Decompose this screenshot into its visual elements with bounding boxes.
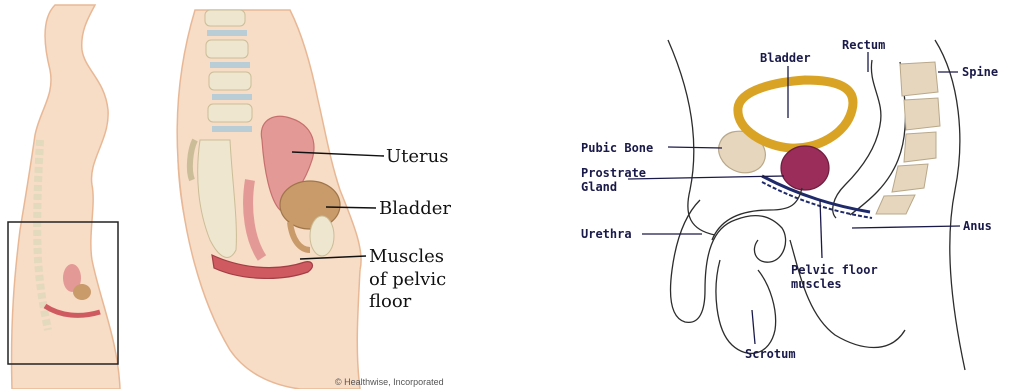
leader-bladder [326, 207, 376, 208]
leader-prostate [628, 176, 784, 179]
label-muscles-line2: of pelvic [369, 269, 446, 290]
leader-pelvic-floor [820, 200, 822, 258]
label-scrotum: Scrotum [745, 347, 796, 361]
label-prostate-line1: Prostrate [581, 166, 646, 180]
leader-scrotum [752, 310, 755, 344]
leader-anus [852, 226, 960, 228]
label-uterus: Uterus [386, 146, 449, 167]
label-pubic-bone: Pubic Bone [581, 141, 653, 155]
pubic-bone-shape [712, 124, 772, 181]
right-spine [876, 62, 940, 214]
label-pelvic-line2: muscles [791, 277, 842, 291]
urethra-path [712, 188, 802, 240]
credit-text: © Healthwise, Incorporated [335, 377, 444, 387]
label-bladder-right: Bladder [760, 51, 811, 65]
bladder-shape-right [738, 80, 853, 148]
label-rectum: Rectum [842, 38, 885, 52]
label-pelvic-line1: Pelvic floor [791, 263, 878, 277]
label-muscles-line3: floor [369, 291, 412, 312]
pubic-bone-left [310, 216, 334, 256]
leader-pubic-bone [668, 147, 722, 148]
label-urethra: Urethra [581, 227, 632, 241]
label-prostate-line2: Gland [581, 180, 617, 194]
label-bladder-left: Bladder [379, 198, 451, 219]
label-spine: Spine [962, 65, 998, 79]
prostate-shape [781, 146, 829, 190]
label-muscles-line1: Muscles [369, 246, 444, 267]
label-anus: Anus [963, 219, 992, 233]
female-silhouette [12, 5, 120, 389]
